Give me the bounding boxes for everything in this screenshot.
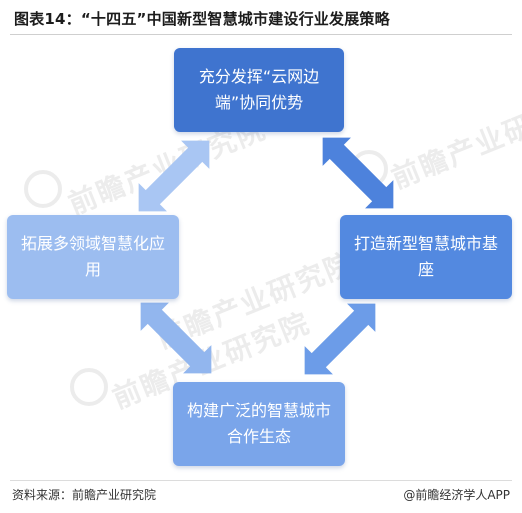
- node-label: 打造新型智慧城市基座: [353, 234, 498, 279]
- node-cooperation-ecosystem: 构建广泛的智慧城市合作生态: [173, 382, 345, 466]
- watermark-logo-icon: [24, 170, 62, 208]
- node-city-foundation: 打造新型智慧城市基座: [340, 215, 512, 299]
- node-cloud-edge-synergy: 充分发挥“云网边端”协同优势: [174, 48, 344, 132]
- node-label: 拓展多领域智慧化应用: [20, 234, 165, 279]
- source-text: 资料来源：前瞻产业研究院: [12, 488, 157, 502]
- chart-title: 图表14：“十四五”中国新型智慧城市建设行业发展策略: [14, 10, 390, 28]
- watermark-logo-icon: [70, 368, 108, 406]
- arrow-bottom-right: [304, 303, 376, 375]
- node-label: 充分发挥“云网边端”协同优势: [198, 67, 320, 112]
- title-divider: [10, 34, 512, 35]
- brand-text: @前瞻经济学人APP: [403, 488, 510, 502]
- arrow-top-right: [322, 137, 394, 209]
- arrow-top-left: [138, 140, 210, 212]
- footer-divider: [10, 480, 512, 481]
- node-label: 构建广泛的智慧城市合作生态: [186, 401, 331, 446]
- arrow-bottom-left: [140, 302, 212, 374]
- node-multi-domain-applications: 拓展多领域智慧化应用: [7, 215, 179, 299]
